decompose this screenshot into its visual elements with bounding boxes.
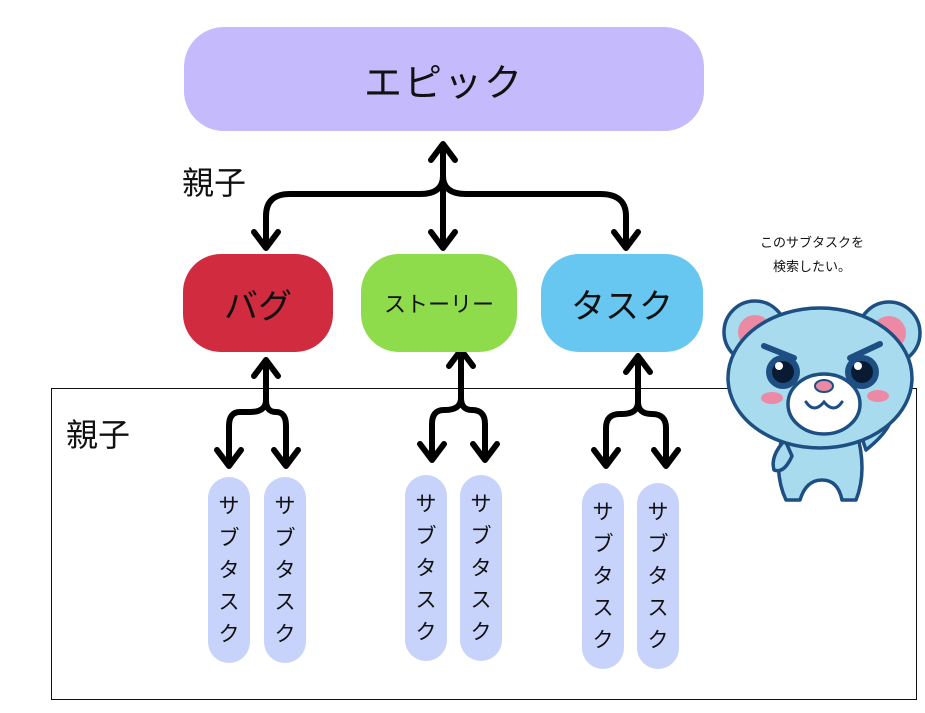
story-sub-right (458, 395, 488, 461)
subtask-task-1: サ ブ タ ス ク (582, 483, 624, 669)
story-node: ストーリー (361, 254, 517, 352)
bug-node: バグ (183, 254, 333, 352)
subtask-text: サ ブ タ ス ク (470, 492, 492, 644)
subtask-text: サ ブ タ ス ク (415, 492, 437, 644)
subtask-text: サ ブ タ ス ク (592, 500, 614, 652)
task-sub-arrowhead-up (623, 353, 653, 375)
mascot-speech-line1: このサブタスクを (759, 236, 864, 251)
subtask-bug-2: サ ブ タ ス ク (264, 477, 306, 663)
mascot-speech: このサブタスクを 検索したい。 (728, 232, 896, 280)
story-arrowhead-down (428, 229, 458, 251)
subtask-story-1: サ ブ タ ス ク (405, 475, 447, 661)
bug-sub-right-arrow (271, 447, 301, 469)
subtask-text: サ ブ タ ス ク (274, 494, 296, 646)
epic-to-bug-branch (263, 173, 446, 249)
bug-sub-right (263, 397, 289, 467)
story-sub-left-arrow (417, 441, 447, 463)
epic-node: エピック (184, 27, 704, 131)
subtask-text: サ ブ タ ス ク (647, 500, 669, 652)
subtask-task-2: サ ブ タ ス ク (637, 483, 679, 669)
task-sub-left-arrow (591, 447, 621, 469)
bug-arrowhead-down (251, 229, 281, 251)
mascot-speech-line2: 検索したい。 (772, 260, 851, 275)
task-arrowhead-down (611, 229, 641, 251)
task-sub-right-arrow (651, 447, 681, 469)
task-sub-right (635, 399, 669, 467)
subtask-text: サ ブ タ ス ク (218, 494, 240, 646)
subtask-bug-1: サ ブ タ ス ク (208, 477, 250, 663)
epic-to-task-branch (440, 173, 629, 249)
subtask-region-box (51, 388, 917, 700)
bug-sub-arrowhead-up (251, 357, 281, 379)
task-node: タスク (541, 254, 703, 352)
parent-child-label-top: 親子 (182, 164, 247, 202)
story-sub-right-arrow (470, 441, 500, 463)
subtask-story-2: サ ブ タ ス ク (460, 475, 502, 661)
parent-child-label-box: 親子 (66, 416, 131, 454)
bug-sub-left-arrow (214, 447, 244, 469)
epic-arrowhead-up (428, 141, 458, 163)
